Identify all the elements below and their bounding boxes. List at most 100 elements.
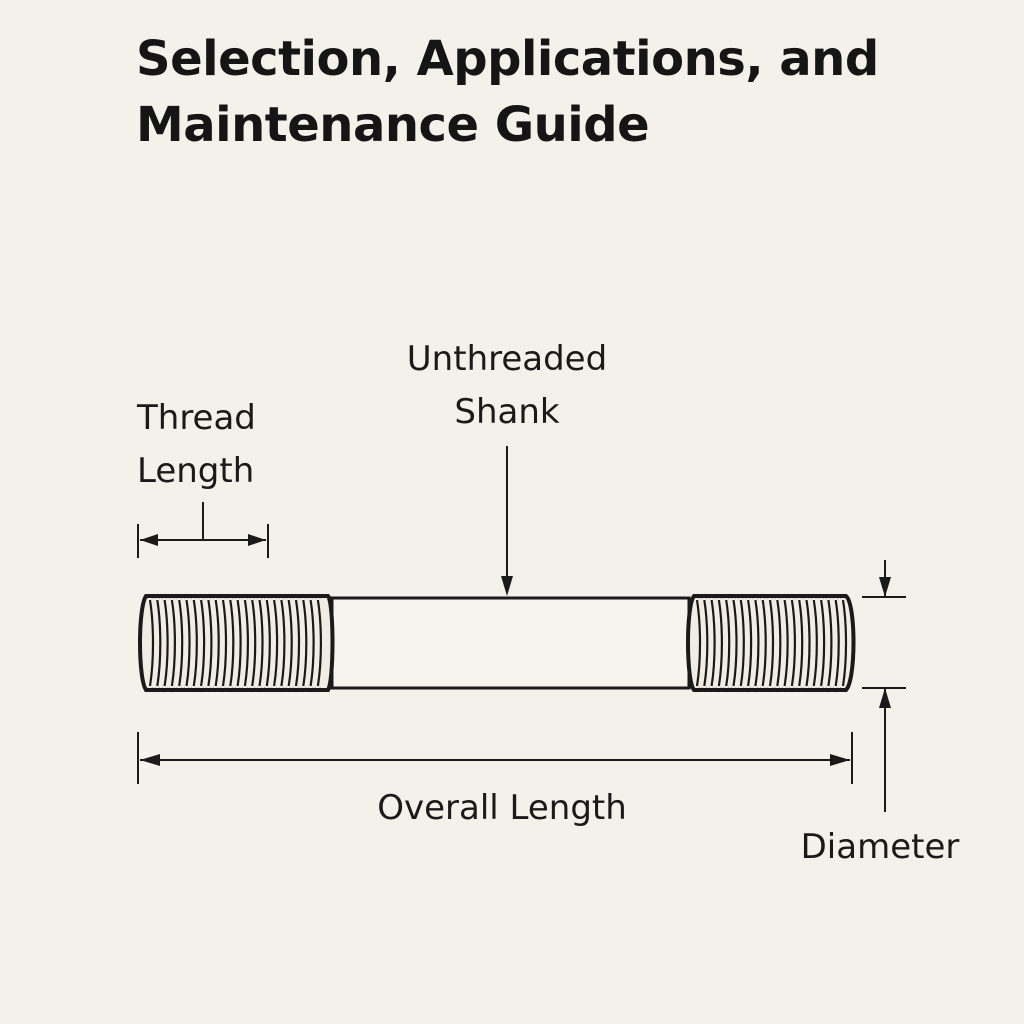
- thread-crest: [262, 593, 271, 693]
- thread-crest: [182, 593, 191, 693]
- thread-ridge: [258, 599, 264, 687]
- thread-ridge: [229, 599, 235, 687]
- thread-crest: [839, 593, 847, 693]
- thread-ridge: [820, 599, 826, 687]
- thread-crest: [809, 593, 818, 693]
- thread-crest: [722, 593, 731, 693]
- thread-ridge: [710, 599, 716, 687]
- thread-ridge: [221, 599, 228, 687]
- thread-crest: [160, 593, 169, 693]
- thread-crest: [707, 593, 716, 693]
- thread-crest: [313, 593, 322, 693]
- thread-crest: [831, 593, 840, 693]
- thread-ridge: [163, 599, 169, 687]
- thread-crest: [204, 593, 213, 693]
- thread-crest: [787, 593, 796, 693]
- thread-crest: [751, 593, 760, 693]
- thread-crest: [773, 593, 782, 693]
- thread-crest: [802, 593, 811, 693]
- thread-ridge: [776, 599, 782, 687]
- thread-ridge: [812, 599, 818, 687]
- thread-ridge: [725, 599, 731, 687]
- thread-crest: [736, 593, 745, 693]
- thread-ridge: [236, 599, 242, 687]
- thread-ridge: [265, 599, 271, 687]
- thread-crest: [233, 593, 242, 693]
- thread-ridge: [834, 599, 840, 687]
- thread-crest: [744, 593, 753, 693]
- thread-ridge: [170, 599, 176, 687]
- thread-ridge: [207, 599, 213, 687]
- shank-pointer-arrow: [501, 446, 513, 596]
- thread-ridge: [192, 599, 198, 687]
- thread-crest: [729, 593, 738, 693]
- thread-length-dimension: [137, 502, 269, 558]
- thread-crest: [817, 593, 826, 693]
- thread-crest: [211, 593, 220, 693]
- thread-ridge: [243, 599, 249, 687]
- thread-ridge: [148, 599, 155, 687]
- thread-ridge: [287, 599, 293, 687]
- thread-crest: [824, 593, 833, 693]
- thread-ridge: [805, 599, 811, 687]
- thread-crest: [167, 593, 176, 693]
- thread-crest: [284, 593, 293, 693]
- overall-length-label: Overall Length: [377, 788, 627, 828]
- thread-crest: [766, 593, 774, 693]
- thread-crest: [700, 593, 709, 693]
- thread-ridge: [717, 599, 723, 687]
- thread-ridge: [185, 599, 191, 687]
- thread-crest: [255, 593, 264, 693]
- thread-ridge: [200, 599, 206, 687]
- thread-ridge: [251, 599, 257, 687]
- thread-ridge: [302, 599, 308, 687]
- thread-crest: [780, 593, 789, 693]
- unthreaded-shank-label-line1: Unthreaded: [407, 339, 607, 379]
- unthreaded-shank: [330, 596, 691, 690]
- thread-crest: [248, 593, 257, 693]
- thread-ridge: [273, 599, 279, 687]
- thread-crest: [219, 593, 227, 693]
- thread-crest: [175, 593, 184, 693]
- thread-crest: [693, 593, 701, 693]
- thread-ridge: [798, 599, 804, 687]
- thread-crest: [292, 593, 300, 693]
- thread-ridge: [156, 599, 162, 687]
- thread-ridge: [294, 599, 301, 687]
- diameter-dimension: [862, 560, 906, 812]
- thread-ridge: [309, 599, 315, 687]
- thread-ridge: [761, 599, 767, 687]
- diameter-label: Diameter: [801, 827, 960, 867]
- unthreaded-shank-label-line2: Shank: [454, 392, 560, 432]
- thread-crest: [197, 593, 206, 693]
- thread-ridge: [768, 599, 775, 687]
- thread-ridge: [739, 599, 745, 687]
- thread-crest: [226, 593, 235, 693]
- thread-crest: [153, 593, 162, 693]
- thread-crest: [240, 593, 249, 693]
- thread-ridge: [280, 599, 286, 687]
- thread-ridge: [316, 599, 322, 687]
- left-thread-ridges: [146, 593, 322, 693]
- thread-crest: [270, 593, 279, 693]
- thread-crest: [714, 593, 723, 693]
- thread-ridge: [703, 599, 709, 687]
- thread-crest: [277, 593, 286, 693]
- stud-bolt: [138, 593, 856, 693]
- thread-crest: [795, 593, 804, 693]
- thread-ridge: [841, 599, 848, 687]
- thread-crest: [146, 593, 154, 693]
- thread-ridge: [754, 599, 760, 687]
- thread-crest: [189, 593, 198, 693]
- thread-ridge: [790, 599, 796, 687]
- thread-ridge: [214, 599, 220, 687]
- thread-ridge: [783, 599, 789, 687]
- thread-ridge: [827, 599, 833, 687]
- page-title: Selection, Applications, and Maintenance…: [136, 31, 879, 153]
- thread-ridge: [747, 599, 753, 687]
- thread-length-label-line2: Length: [137, 451, 254, 491]
- thread-ridge: [695, 599, 702, 687]
- thread-crest: [758, 593, 767, 693]
- thread-ridge: [732, 599, 738, 687]
